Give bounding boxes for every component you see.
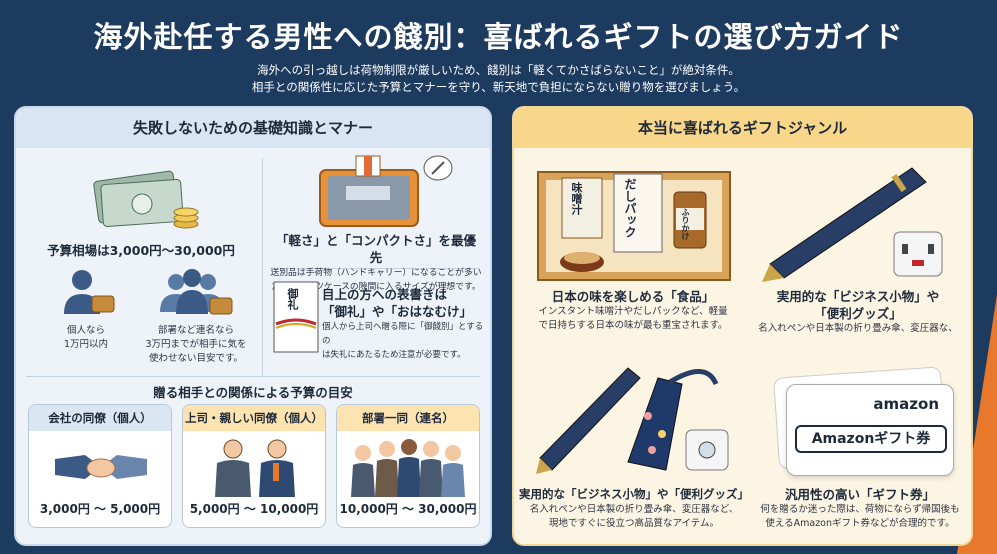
noshi-title-1: 目上の方への表書きは bbox=[322, 287, 448, 302]
group-line-1: 部署など連名なら bbox=[157, 325, 234, 336]
business-genre-bottom: 実用的な「ビジネス小物」や「便利グッズ」 名入れペンや日本製の折り畳み傘、変圧器… bbox=[518, 486, 750, 531]
business-bottom-line-1: 名入れペンや日本製の折り畳み傘、変圧器など、 bbox=[529, 504, 739, 515]
divider-horizontal-right bbox=[272, 268, 480, 269]
giftcard-title: 汎用性の高い「ギフト券」 bbox=[784, 487, 935, 502]
noshi-rule: 目上の方への表書きは 「御礼」や「おはなむけ」 個人から上司へ贈る際に「御餞別」… bbox=[322, 286, 484, 362]
compact-line-2: ため、スーツケースの隙間に入るサイズが理想です。 bbox=[271, 282, 481, 292]
basics-heading: 失敗しないための基礎知識とマナー bbox=[16, 108, 490, 148]
business-bottom-title: 実用的な「ビジネス小物」や「便利グッズ」 bbox=[519, 487, 749, 501]
food-line-2: で日持ちする日本の味が最も重宝されます。 bbox=[538, 320, 728, 331]
card-department: 部署一同（連名） 10,000円 ～ 30,000円 bbox=[336, 404, 480, 528]
gift-genre-panel: 本当に喜ばれるギフトジャンル 味噌汁 だしパック ふりかけ 日本の味を楽しめる「… bbox=[512, 106, 973, 546]
business-genre-top: 実用的な「ビジネス小物」や 「便利グッズ」 名入れペンや日本製の折り畳み傘、変圧… bbox=[752, 288, 964, 336]
group-wallet-icon bbox=[160, 269, 233, 315]
pen-adapter-icon bbox=[762, 167, 943, 282]
card-department-label: 部署一同（連名） bbox=[337, 405, 479, 431]
compact-line-1: 送別品は手荷物（ハンドキャリー）になることが多い bbox=[270, 268, 482, 278]
furikake-label: ふりかけ bbox=[681, 208, 690, 240]
group-line-2: 3万円までが相手に気を bbox=[145, 339, 247, 350]
page-title: 海外赴任する男性への餞別：喜ばれるギフトの選び方ガイド bbox=[93, 20, 904, 54]
individual-budget: 個人なら 1万円以内 bbox=[46, 324, 126, 352]
group-people-icon bbox=[351, 439, 465, 497]
food-box-icon bbox=[537, 171, 731, 281]
noshi-line-1: 個人から上司へ贈る際に「御餞別」とするの bbox=[322, 322, 484, 346]
business-top-title-2: 「便利グッズ」 bbox=[814, 306, 902, 321]
divider-vertical bbox=[262, 158, 263, 376]
umbrella-pen-icon bbox=[536, 367, 729, 474]
noshi-title-2: 「御礼」や「おはなむけ」 bbox=[322, 304, 473, 319]
group-budget: 部署など連名なら 3万円までが相手に気を 使わせない目安です。 bbox=[132, 324, 260, 366]
budget-range-text: 予算相場は3,000円〜30,000円 bbox=[47, 243, 235, 258]
header: 海外赴任する男性への餞別：喜ばれるギフトの選び方ガイド 海外への引っ越しは荷物制… bbox=[0, 0, 997, 100]
card-boss: 上司・親しい同僚（個人） 5,000円 ～ 10,000円 bbox=[182, 404, 326, 528]
giftcard-line-1: 何を贈るか迷った際は、荷物にならず帰国後も bbox=[760, 504, 960, 515]
giftcard-line-2: 使えるAmazonギフト券などが合理的です。 bbox=[765, 518, 955, 529]
subtitle-line-1: 海外への引っ越しは荷物制限が厳しいため、餞別は「軽くてかさばらないこと」が絶対条… bbox=[257, 63, 740, 77]
amazon-brand: amazon bbox=[873, 395, 939, 413]
money-icon bbox=[93, 170, 199, 229]
card-colleague: 会社の同僚（個人） 3,000円 ～ 5,000円 bbox=[28, 404, 172, 528]
noshi-label: 御礼 bbox=[286, 288, 299, 310]
person-wallet-icon bbox=[64, 270, 115, 314]
compact-rule: 「軽さ」と「コンパクトさ」を最優先 送別品は手荷物（ハンドキャリー）になることが… bbox=[270, 232, 482, 294]
food-title: 日本の味を楽しめる「食品」 bbox=[551, 289, 715, 304]
gift-genre-heading: 本当に喜ばれるギフトジャンル bbox=[514, 108, 971, 148]
subtitle-line-2: 相手との関係性に応じた予算とマナーを守り、新天地で負担にならない贈り物を選びまし… bbox=[251, 80, 746, 94]
food-line-1: インスタント味噌汁やだしパックなど、軽量 bbox=[538, 306, 728, 317]
compact-title: 「軽さ」と「コンパクトさ」を最優先 bbox=[275, 233, 476, 265]
boss-colleague-icon bbox=[215, 439, 295, 497]
basics-panel: 失敗しないための基礎知識とマナー 予算相場は3,000円〜30,000円 個人な… bbox=[14, 106, 492, 546]
business-top-title-1: 実用的な「ビジネス小物」や bbox=[776, 289, 940, 304]
card-boss-range: 5,000円 ～ 10,000円 bbox=[189, 502, 319, 516]
individual-line-1: 個人なら bbox=[66, 325, 105, 336]
food-genre: 日本の味を楽しめる「食品」 インスタント味噌汁やだしパックなど、軽量 で日持ちす… bbox=[522, 288, 744, 333]
giftcard-genre: 汎用性の高い「ギフト券」 何を贈るか迷った際は、荷物にならず帰国後も 使えるAm… bbox=[754, 486, 966, 531]
noshi-line-2: は失礼にあたるため注意が必要です。 bbox=[322, 350, 466, 360]
business-bottom-line-2: 現地ですぐに役立つ高品質なアイテム。 bbox=[548, 518, 720, 529]
card-boss-label: 上司・親しい同僚（個人） bbox=[183, 405, 325, 431]
page-subtitle: 海外への引っ越しは荷物制限が厳しいため、餞別は「軽くてかさばらないこと」が絶対条… bbox=[0, 62, 997, 96]
business-top-line-1: 名入れペンや日本製の折り畳み傘、変圧器な、 bbox=[758, 323, 958, 334]
gift-card-label: Amazonギフト券 bbox=[795, 425, 947, 453]
card-colleague-label: 会社の同僚（個人） bbox=[29, 405, 171, 431]
individual-line-2: 1万円以内 bbox=[63, 339, 109, 350]
budget-range: 予算相場は3,000円〜30,000円 bbox=[26, 242, 256, 259]
dashi-pack-label: だしパック bbox=[623, 178, 637, 238]
gift-card-front: amazon Amazonギフト券 bbox=[786, 384, 954, 476]
noshi-envelope-icon bbox=[273, 281, 319, 353]
handshake-icon bbox=[55, 455, 147, 479]
relation-title: 贈る相手との関係による予算の目安 bbox=[153, 385, 353, 400]
group-line-3: 使わせない目安です。 bbox=[148, 353, 244, 364]
card-department-range: 10,000円 ～ 30,000円 bbox=[339, 502, 477, 516]
divider-horizontal bbox=[26, 376, 480, 377]
suitcase-icon bbox=[319, 155, 453, 227]
card-colleague-range: 3,000円 ～ 5,000円 bbox=[39, 502, 161, 516]
miso-pack-label: 味噌汁 bbox=[570, 182, 583, 215]
